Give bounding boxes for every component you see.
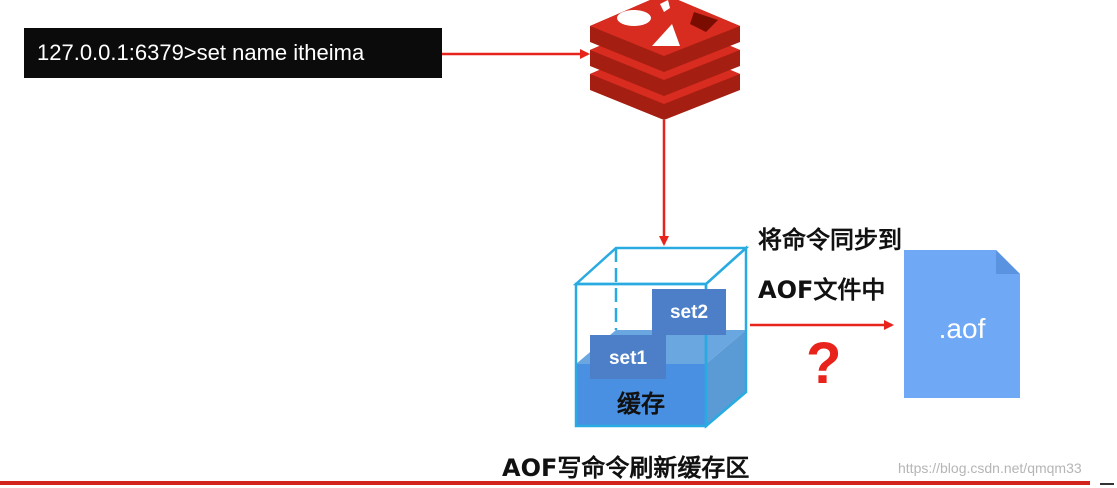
watermark-url: https://blog.csdn.net/qmqm33 (898, 460, 1082, 476)
cache-item-set1: set1 (590, 335, 666, 379)
cache-item-label-set2: set2 (670, 302, 708, 323)
aof-file-icon: .aof (904, 250, 1020, 398)
command-line-box: 127.0.0.1:6379>set name itheima (24, 28, 442, 78)
diagram-caption: AOF写命令刷新缓存区 (502, 454, 750, 482)
cache-item-set2: set2 (652, 289, 726, 335)
sync-label-line1: 将命令同步到 (758, 226, 902, 254)
redis-logo-icon (590, 0, 740, 120)
sync-label-line2: AOF文件中 (758, 276, 886, 304)
aof-file-label: .aof (939, 313, 986, 344)
bottom-rule (0, 481, 1090, 485)
command-text: 127.0.0.1:6379>set name itheima (37, 40, 365, 65)
corner-mark (1100, 483, 1114, 485)
cache-label: 缓存 (617, 390, 665, 418)
cache-item-label-set1: set1 (609, 348, 647, 369)
question-mark: ? (806, 331, 842, 396)
